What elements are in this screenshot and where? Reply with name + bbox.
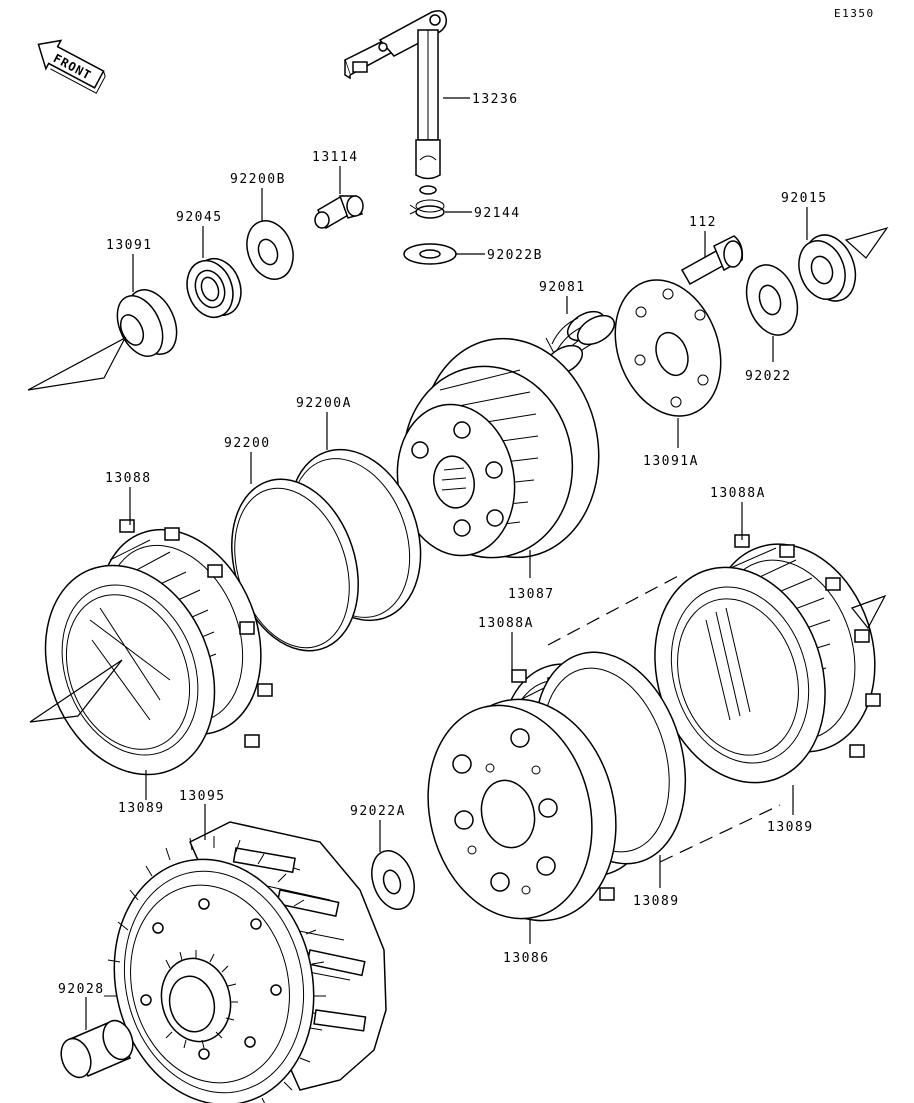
label-13089-left: 13089 <box>118 801 165 816</box>
label-13114: 13114 <box>312 150 359 165</box>
steel-plate-13089-left <box>44 564 216 776</box>
washer-92200B <box>246 220 294 280</box>
label-92200: 92200 <box>224 436 271 451</box>
bolt-112 <box>680 235 744 286</box>
label-92200B: 92200B <box>230 172 286 187</box>
label-92028: 92028 <box>58 982 105 997</box>
washer-92022B <box>403 243 457 265</box>
label-92022B: 92022B <box>487 248 543 263</box>
label-92015: 92015 <box>781 191 828 206</box>
label-92022A: 92022A <box>350 804 406 819</box>
label-13087: 13087 <box>508 587 555 602</box>
pressure-plate-13086 <box>427 698 617 922</box>
clutch-hub-13087 <box>396 337 600 559</box>
label-13086: 13086 <box>503 951 550 966</box>
label-13091: 13091 <box>106 238 153 253</box>
bearing-92045 <box>186 257 242 319</box>
pressure-plate-13091A <box>614 279 722 417</box>
label-13091A: 13091A <box>643 454 699 469</box>
label-92081: 92081 <box>539 280 586 295</box>
front-arrow: FRONT <box>37 39 106 94</box>
label-92200A: 92200A <box>296 396 352 411</box>
label-92022: 92022 <box>745 369 792 384</box>
spring-clip <box>409 199 445 219</box>
pin-13114 <box>314 194 364 230</box>
push-lever-shaft <box>344 10 448 195</box>
label-13088A-mid: 13088A <box>478 616 534 631</box>
collar-13091 <box>116 289 178 357</box>
label-13088A-top: 13088A <box>710 486 766 501</box>
label-112: 112 <box>689 215 717 230</box>
clutch-housing-13095 <box>104 821 387 1103</box>
washer-92022 <box>745 264 799 336</box>
label-13095: 13095 <box>179 789 226 804</box>
label-13236: 13236 <box>472 92 519 107</box>
label-92144: 92144 <box>474 206 521 221</box>
label-13089-right: 13089 <box>767 820 814 835</box>
label-13089-mid: 13089 <box>633 894 680 909</box>
diagram-code: E1350 <box>834 7 875 20</box>
label-92045: 92045 <box>176 210 223 225</box>
label-13088: 13088 <box>105 471 152 486</box>
bushing-92028 <box>60 1019 134 1079</box>
washer-92022A <box>371 850 415 910</box>
nut-92015 <box>798 234 857 302</box>
